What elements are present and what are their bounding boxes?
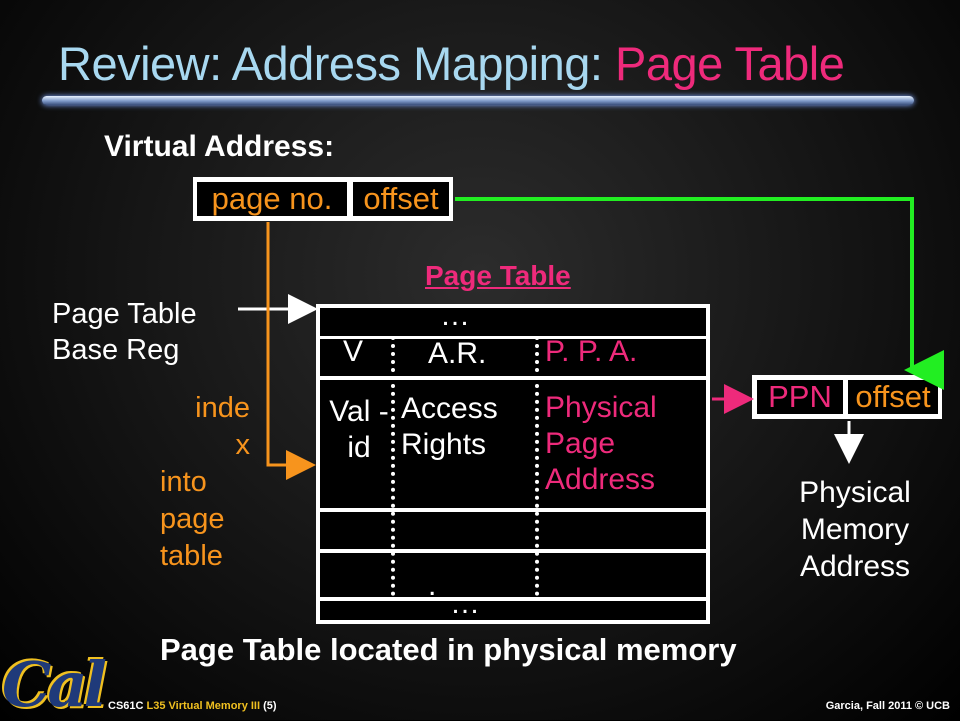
table-mid-dot: . xyxy=(428,569,437,602)
page-table-header-row xyxy=(320,339,706,376)
index-into-page-table-label: inde x into page table xyxy=(160,390,260,575)
table-top-ellipsis: … xyxy=(440,299,470,332)
slide-title: Review: Address Mapping: Page Table xyxy=(58,36,918,92)
page-table-row xyxy=(320,512,706,549)
column-divider xyxy=(391,336,395,596)
page-table-top-row xyxy=(320,308,706,336)
footer-course: CS61C xyxy=(108,700,144,712)
footer-right: Garcia, Fall 2011 © UCB xyxy=(825,700,950,712)
header-valid: V xyxy=(343,335,364,368)
footer-lecture: L35 Virtual Memory III xyxy=(146,700,261,712)
footer-left: CS61C L35 Virtual Memory III (5) xyxy=(108,700,277,712)
table-bottom-ellipsis: … xyxy=(450,587,480,620)
page-table-entry-row xyxy=(320,380,706,508)
va-page-number-field: page no. xyxy=(197,182,347,216)
cell-physical-page-address: Physical Page Address xyxy=(545,391,657,496)
header-access-rights: A.R. xyxy=(428,337,487,370)
header-physical-page-address: P. P. A. xyxy=(545,335,638,368)
title-underline-bar xyxy=(42,96,914,105)
ppn-field: PPN xyxy=(757,380,843,414)
cell-access-rights: Access Rights xyxy=(401,392,498,461)
cell-valid: Val -id xyxy=(329,395,389,464)
title-highlight: Page Table xyxy=(615,37,845,90)
bottom-note: Page Table located in physical memory xyxy=(160,632,737,667)
index-label-part3: into page table xyxy=(160,466,225,572)
virtual-address-label: Virtual Address: xyxy=(104,130,335,163)
footer-page: (5) xyxy=(263,700,277,712)
offset-arrow xyxy=(455,197,944,390)
va-offset-field: offset xyxy=(353,182,449,216)
column-divider xyxy=(535,336,539,596)
physical-memory-address-label: Physical Memory Address xyxy=(799,476,911,583)
page-table-title: Page Table xyxy=(425,260,571,291)
title-prefix: Review: Address Mapping: xyxy=(58,37,616,90)
page-table-row xyxy=(320,553,706,597)
cal-logo: Cal xyxy=(2,648,107,721)
page-table-base-reg-label: Page Table Base Reg xyxy=(52,298,197,366)
index-arrow xyxy=(266,222,316,480)
page-table-bottom-row xyxy=(320,601,706,620)
index-label-part2: x xyxy=(235,429,251,461)
index-label-part1: inde xyxy=(195,392,250,424)
